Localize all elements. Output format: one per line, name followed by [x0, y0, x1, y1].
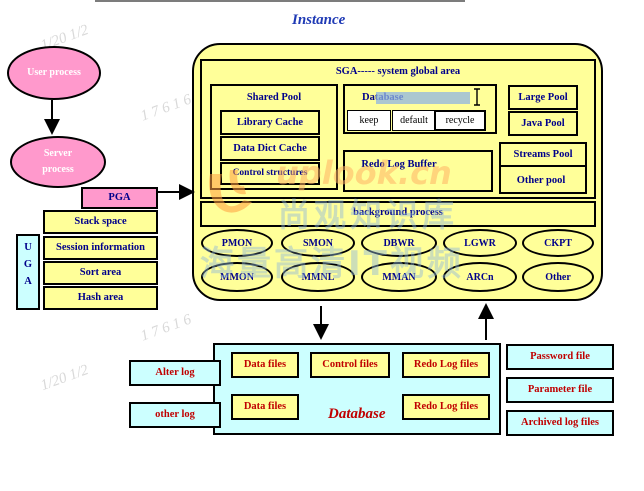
session-information-box: Session information — [43, 236, 158, 260]
other-log-box: other log — [129, 402, 221, 428]
process-oval: PMON — [201, 229, 273, 257]
redo-log-files-box: Redo Log files — [402, 352, 490, 378]
process-oval: MMNL — [281, 262, 355, 292]
archived-log-files-box: Archived log files — [506, 410, 614, 436]
default-box: default — [392, 110, 436, 131]
library-cache-box: Library Cache — [220, 110, 320, 135]
page-title: Instance — [292, 12, 346, 28]
uga-letter: G — [23, 259, 33, 270]
server-process-label: Server process — [42, 148, 74, 175]
background-process-label: background process — [353, 207, 443, 218]
watermark-logo-icon — [200, 166, 260, 228]
recycle-box: recycle — [434, 110, 486, 131]
uga-letter: A — [24, 276, 32, 287]
process-oval: MMAN — [361, 262, 437, 292]
user-process-label: User process — [27, 67, 81, 78]
background-process-box — [200, 201, 596, 227]
process-oval: DBWR — [361, 229, 437, 257]
data-files-box: Data files — [231, 352, 299, 378]
process-oval: LGWR — [443, 229, 517, 257]
hash-area-box: Hash area — [43, 286, 158, 310]
database-label: Database — [328, 406, 386, 422]
control-files-box: Control files — [310, 352, 390, 378]
process-oval: ARCn — [443, 262, 517, 292]
ghost-text: 1 7 6 1 6 — [138, 91, 194, 125]
parameter-file-box: Parameter file — [506, 377, 614, 403]
server-process-oval: Server process — [10, 136, 106, 188]
alter-log-box: Alter log — [129, 360, 221, 386]
redo-log-buffer-label: Redo Log Buffer — [361, 159, 437, 170]
user-process-oval: User process — [7, 46, 101, 100]
top-cropped-text — [95, 0, 465, 2]
process-oval: SMON — [281, 229, 355, 257]
control-structures-box: Control structures — [220, 162, 320, 185]
streams-pool-box: Streams Pool — [499, 142, 587, 167]
ghost-text: 1 7 6 1 6 — [138, 311, 194, 345]
text-selection-highlight — [376, 92, 470, 104]
other-pool-label: Other pool — [516, 175, 566, 186]
process-oval: Other — [522, 262, 594, 292]
keep-box: keep — [347, 110, 391, 131]
process-oval: MMON — [201, 262, 273, 292]
stack-space-box: Stack space — [43, 210, 158, 234]
uga-box — [16, 234, 40, 310]
java-pool-box: Java Pool — [508, 111, 578, 136]
password-file-box: Password file — [506, 344, 614, 370]
data-dict-cache-box: Data Dict Cache — [220, 136, 320, 161]
data-files-box: Data files — [231, 394, 299, 420]
large-pool-box: Large Pool — [508, 85, 578, 110]
text-cursor-icon — [473, 88, 481, 106]
uga-letter: U — [24, 242, 32, 253]
process-oval: CKPT — [522, 229, 594, 257]
sort-area-box: Sort area — [43, 261, 158, 285]
pga-box: PGA — [81, 187, 158, 209]
ghost-text: 1/20 1/2 — [38, 362, 91, 395]
shared-pool-label: Shared Pool — [246, 92, 302, 103]
sga-label: SGA----- system global area — [335, 66, 461, 77]
redo-log-files-box: Redo Log files — [402, 394, 490, 420]
redo-log-buffer-box — [343, 150, 493, 192]
